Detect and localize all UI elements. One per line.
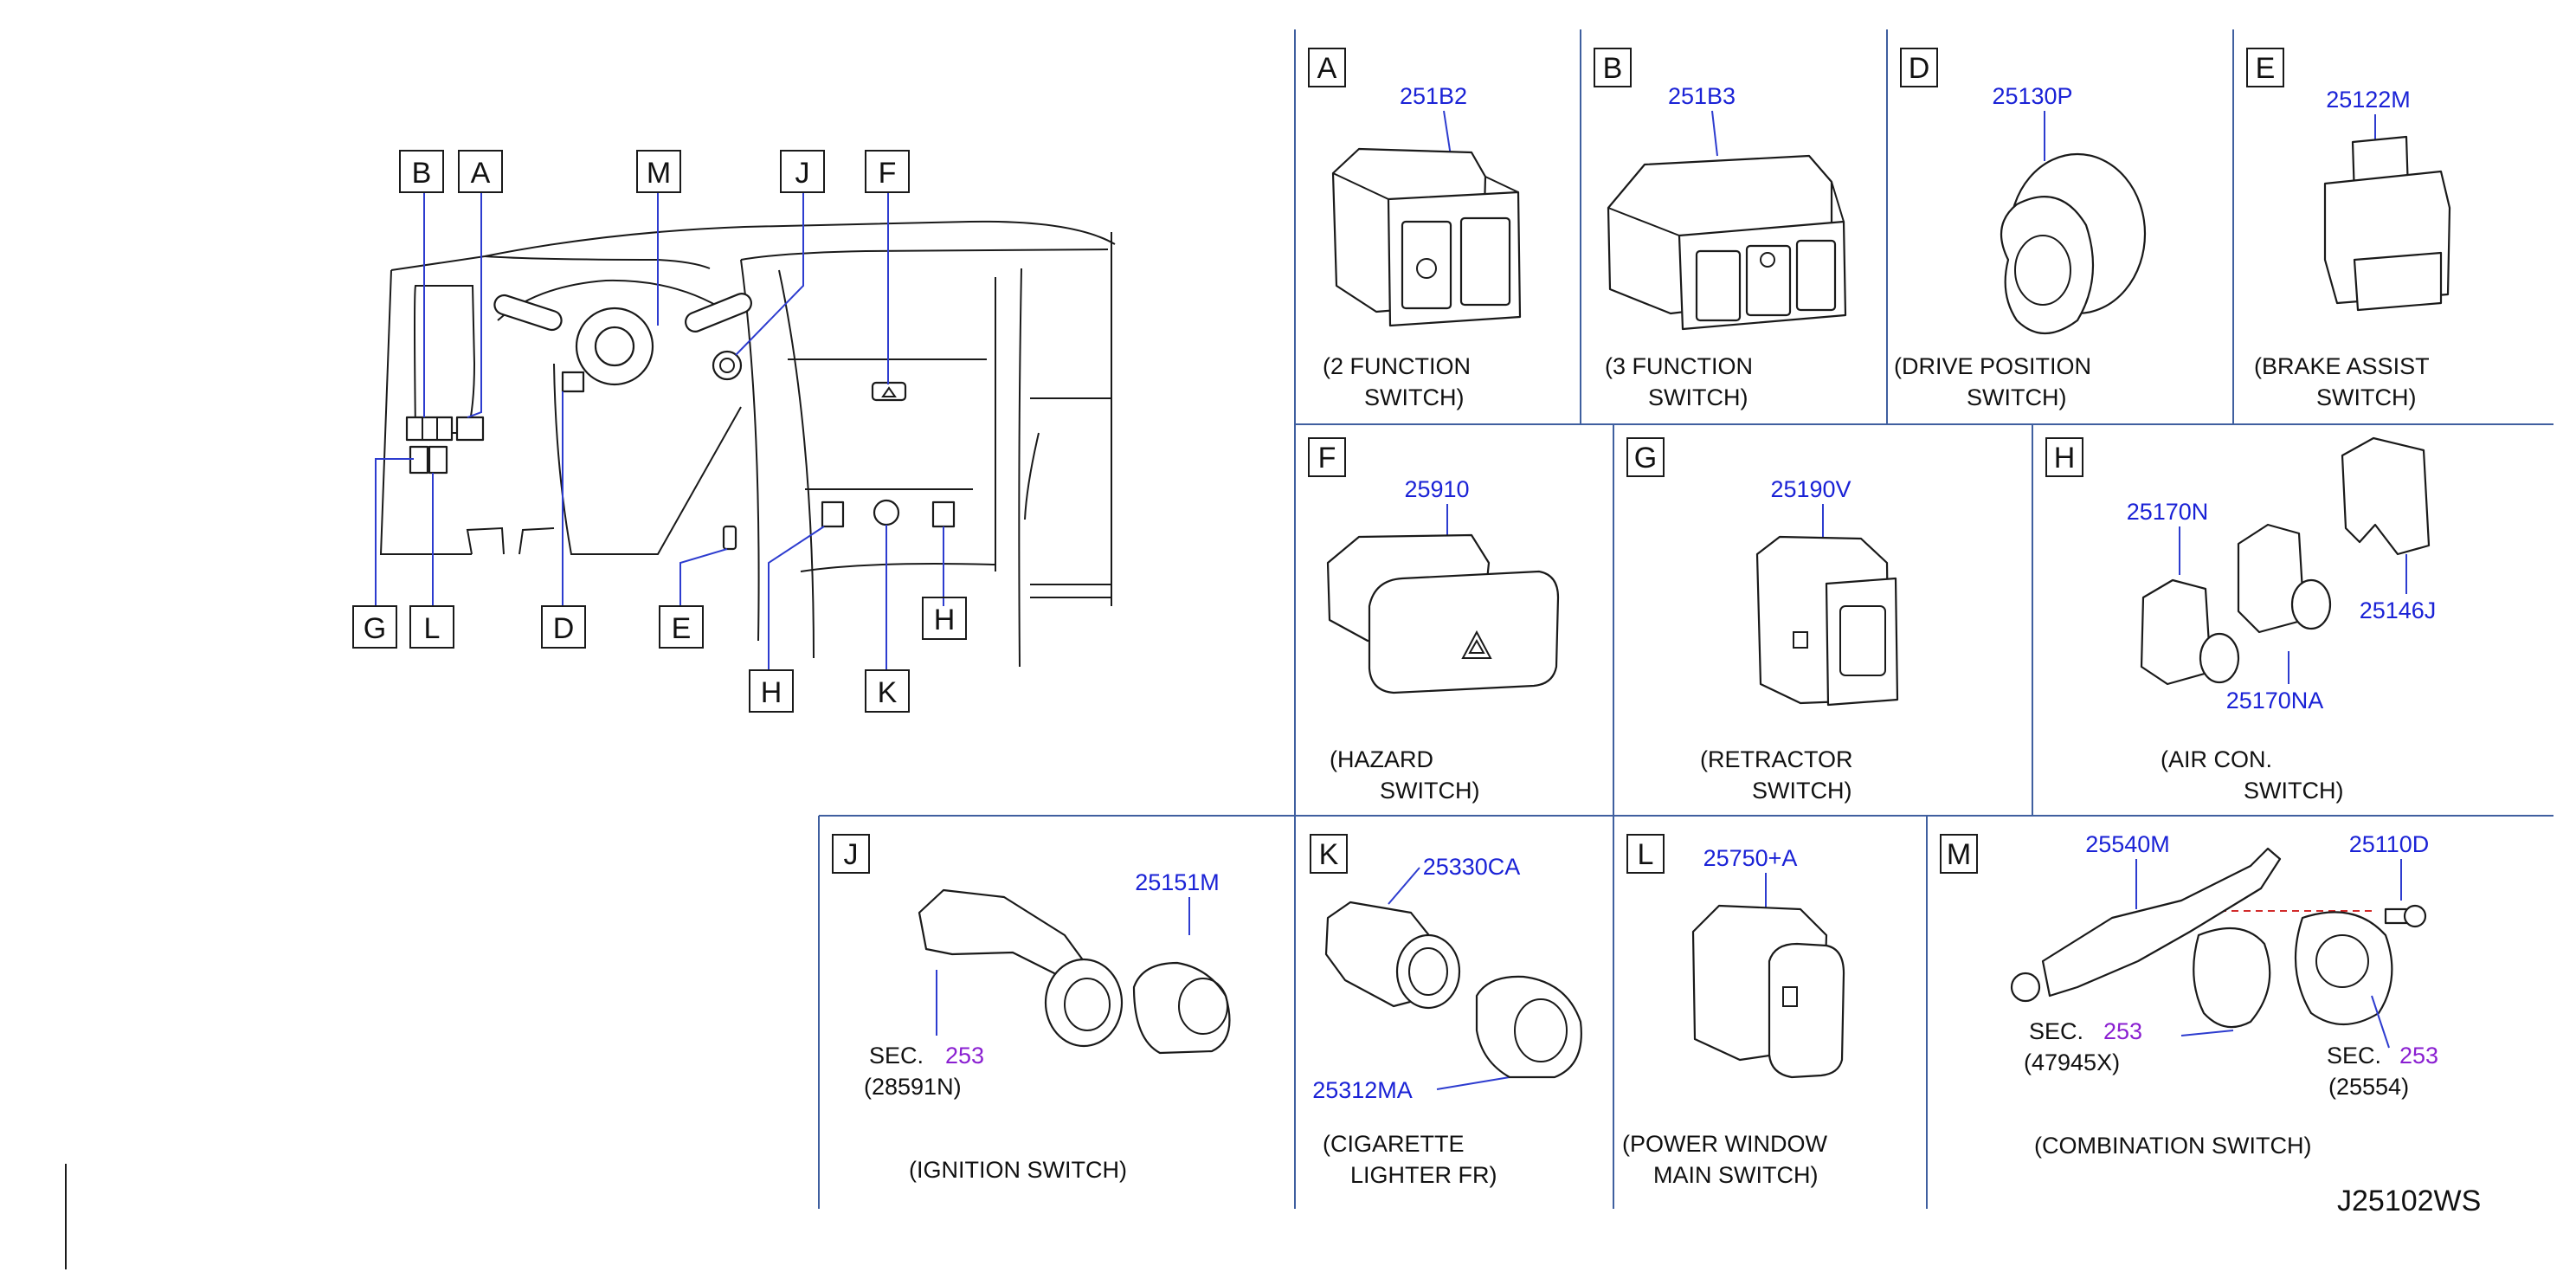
panel-f-letter: F [1318,442,1336,475]
panel-k-caption-line1: (CIGARETTE [1323,1131,1465,1157]
overview-callout-b: B [412,157,432,190]
overview-callout-j: J [795,157,810,190]
panel-a: A 251B2 (2 FUNCTION SWITCH) [1308,48,1522,410]
panel-b-caption-line2: SWITCH) [1648,384,1748,410]
overview-callout-h-right: H [934,604,956,636]
panel-f-caption-line1: (HAZARD [1330,746,1433,772]
air-con-switch-drawing [2140,436,2431,686]
panel-j-letter: J [844,838,859,871]
panel-g-part-number: 25190V [1770,476,1851,502]
panel-h: H 25170N 25146J 25170NA (AIR CON. SWITCH… [2045,436,2437,804]
panel-h-caption-line1: (AIR CON. [2161,746,2272,772]
panel-a-caption-line2: SWITCH) [1364,384,1464,410]
three-function-switch-drawing [1607,154,1847,331]
panel-d-caption-line1: (DRIVE POSITION [1894,353,2091,379]
panel-l: L 25750+A (POWER WINDOW MAIN SWITCH) [1622,834,1845,1188]
panel-j: J 25151M SEC. 253 (28591N) (IGNITION SWI… [832,834,1231,1183]
panel-l-caption-line1: (POWER WINDOW [1622,1131,1827,1157]
panel-g-caption-line2: SWITCH) [1752,778,1852,804]
panel-h-part-number-3: 25170NA [2226,688,2324,714]
panel-j-sec-ref: (28591N) [864,1074,962,1100]
panel-f-part-number: 25910 [1404,476,1469,502]
panel-e-part-number: 25122M [2326,87,2411,113]
panel-e-letter: E [2256,52,2276,85]
panel-a-letter: A [1317,52,1337,85]
panel-k-letter: K [1319,838,1339,871]
panel-m-part-number-2: 25110D [2349,831,2430,857]
drawing-code: J25102WS [2337,1185,2481,1217]
panel-grid [65,29,2553,1269]
panel-m-caption: (COMBINATION SWITCH) [2034,1133,2311,1159]
panel-b-letter: B [1603,52,1623,85]
overview-callout-l: L [424,612,441,645]
panel-d-part-number: 25130P [1992,83,2072,109]
panel-a-part-number: 251B2 [1400,83,1467,109]
retractor-switch-drawing [1755,535,1899,707]
panel-l-part-number: 25750+A [1703,845,1798,871]
panel-m-sec-ref-right: (25554) [2328,1074,2409,1100]
panel-b-caption-line1: (3 FUNCTION [1605,353,1753,379]
drive-position-switch-drawing [2000,152,2147,335]
overview-callout-k: K [878,676,898,709]
panel-g-letter: G [1634,442,1657,475]
panel-m: M 25540M 25110D SEC. 253 (47945X) SEC. 2… [1940,831,2438,1159]
panel-e-caption-line1: (BRAKE ASSIST [2254,353,2430,379]
panel-j-caption: (IGNITION SWITCH) [909,1157,1127,1183]
panel-m-part-number-1: 25540M [2085,831,2170,857]
panel-d-letter: D [1909,52,1930,85]
panel-g: G 25190V (RETRACTOR SWITCH) [1626,437,1899,804]
panel-h-letter: H [2054,442,2076,475]
panel-m-sec-ref-left: (47945X) [2024,1049,2120,1075]
panel-m-sec-number-right: 253 [2399,1043,2438,1069]
overview-callout-h-left: H [761,676,782,709]
panel-k-part-number-1: 25330CA [1423,854,1521,880]
ignition-switch-drawing [918,888,1231,1055]
panel-k-part-number-2: 25312MA [1312,1077,1413,1103]
panel-j-sec-prefix: SEC. [869,1043,924,1069]
panel-f: F 25910 (HAZARD SWITCH) [1308,437,1560,804]
power-window-switch-drawing [1691,904,1845,1079]
panel-e: E 25122M (BRAKE ASSIST SWITCH) [2246,48,2451,410]
panel-j-sec-number: 253 [945,1043,984,1069]
panel-a-caption-line1: (2 FUNCTION [1323,353,1471,379]
overview-callout-f: F [879,157,897,190]
brake-assist-switch-drawing [2323,135,2451,312]
two-function-switch-drawing [1331,147,1522,327]
panel-g-caption-line1: (RETRACTOR [1700,746,1853,772]
overview-callout-m: M [647,157,671,190]
panel-h-caption-line2: SWITCH) [2244,778,2343,804]
panel-m-sec-prefix-left: SEC. [2029,1018,2083,1044]
panel-d-caption-line2: SWITCH) [1967,384,2066,410]
panel-m-sec-number-left: 253 [2103,1018,2142,1044]
panel-k: K 25330CA 25312MA (CIGARETTE LIGHTER FR) [1310,834,1582,1188]
panel-k-caption-line2: LIGHTER FR) [1350,1162,1497,1188]
panel-j-part-number: 25151M [1135,869,1220,895]
panel-h-part-number-2: 25146J [2360,597,2437,623]
panel-e-caption-line2: SWITCH) [2316,384,2416,410]
overview-callout-e: E [672,612,692,645]
panel-b-part-number: 251B3 [1668,83,1736,109]
cigarette-lighter-drawing [1324,901,1582,1079]
panel-l-caption-line2: MAIN SWITCH) [1653,1162,1818,1188]
panel-h-part-number-1: 25170N [2127,499,2209,525]
panel-m-sec-prefix-right: SEC. [2327,1043,2381,1069]
panel-m-letter: M [1947,838,1971,871]
panel-b: B 251B3 (3 FUNCTION SWITCH) [1594,48,1847,410]
hazard-switch-drawing [1326,533,1560,694]
overview-callout-a: A [471,157,491,190]
overview-callout-d: D [553,612,575,645]
combination-switch-drawing [2010,847,2427,1049]
dashboard-overview: B A M J F G L D E H K H [352,150,1116,713]
panel-f-caption-line2: SWITCH) [1380,778,1479,804]
panel-d: D 25130P (DRIVE POSITION SWITCH) [1894,48,2147,410]
panel-l-letter: L [1638,838,1654,871]
overview-callout-g: G [364,612,386,645]
